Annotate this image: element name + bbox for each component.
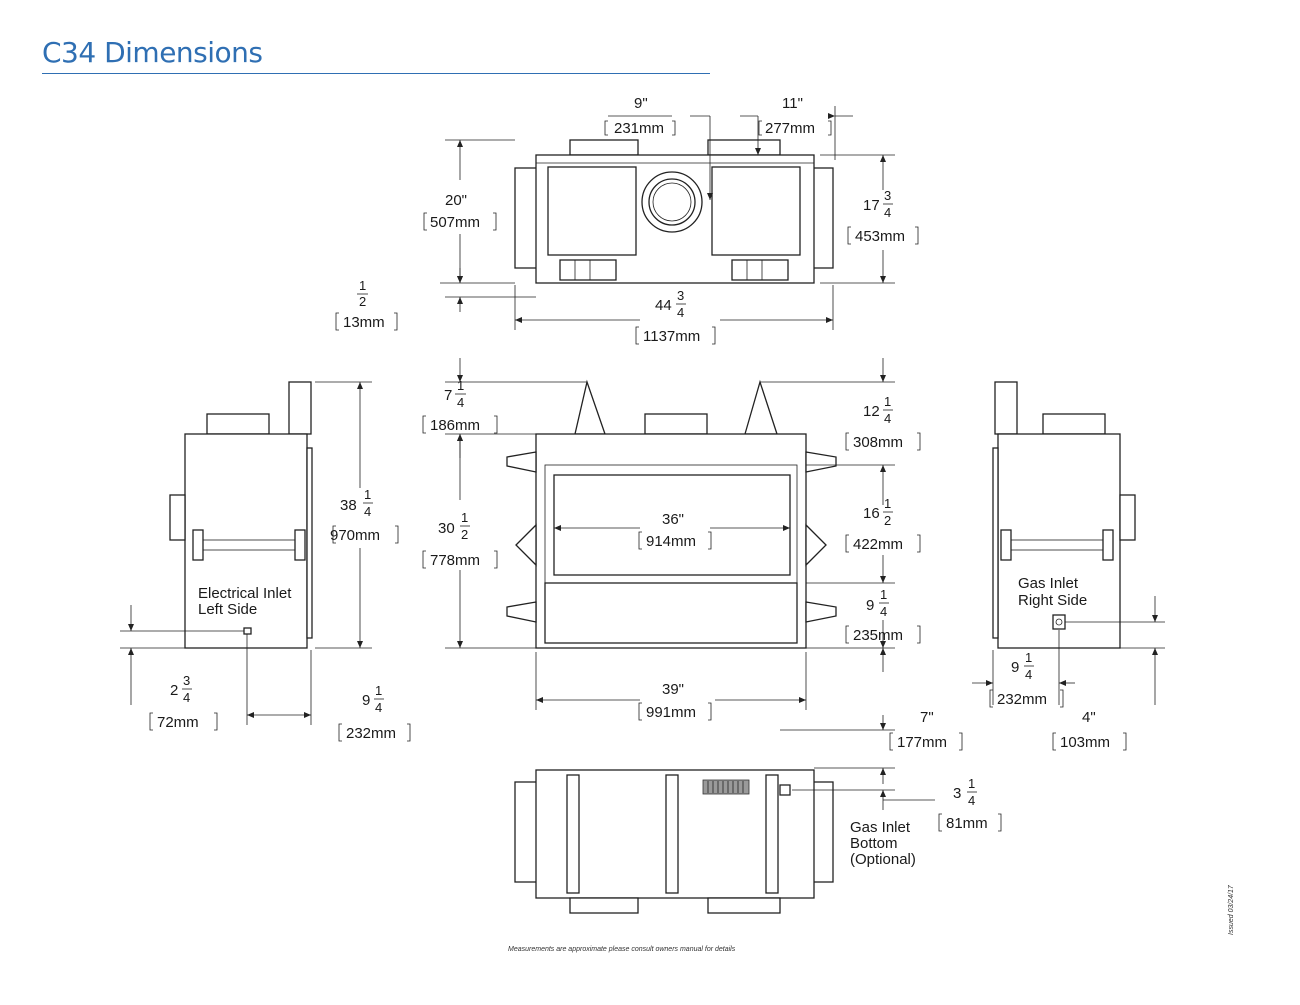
dim-top-44-num: 3 xyxy=(677,288,684,303)
svg-text:4": 4" xyxy=(1082,709,1096,726)
left-side-view xyxy=(169,381,313,649)
svg-text:2: 2 xyxy=(461,527,468,542)
svg-text:1: 1 xyxy=(880,587,887,602)
svg-text:232mm: 232mm xyxy=(346,725,396,742)
left-side-dimensions xyxy=(120,381,372,725)
svg-text:2: 2 xyxy=(170,682,178,699)
bottom-view-labels: 7" 177mm 3 1 4 81mm Gas Inlet Bottom (Op… xyxy=(850,709,1002,868)
right-side-view xyxy=(992,381,1136,649)
dim-top-453mm: 453mm xyxy=(855,228,905,245)
svg-text:914mm: 914mm xyxy=(646,533,696,550)
svg-text:4: 4 xyxy=(457,395,464,410)
svg-text:177mm: 177mm xyxy=(897,734,947,751)
dim-top-17-den: 4 xyxy=(884,205,891,220)
svg-text:1: 1 xyxy=(364,487,371,502)
top-view-labels: 9" 231mm 11" 277mm 20" 507mm 17 3 4 453m… xyxy=(335,95,919,345)
title-underline xyxy=(42,73,710,74)
svg-text:9: 9 xyxy=(1011,659,1019,676)
dim-top-507mm: 507mm xyxy=(430,214,480,231)
svg-text:1: 1 xyxy=(375,683,382,698)
svg-text:308mm: 308mm xyxy=(853,434,903,451)
dim-top-half-den: 2 xyxy=(359,294,366,309)
svg-text:3: 3 xyxy=(183,673,190,688)
gas-inlet-bottom-sub-label: Bottom xyxy=(850,835,898,852)
front-view xyxy=(506,379,837,649)
gas-inlet-right-label: Gas Inlet xyxy=(1018,575,1079,592)
dim-top-44-den: 4 xyxy=(677,305,684,320)
svg-text:103mm: 103mm xyxy=(1060,734,1110,751)
svg-text:1: 1 xyxy=(884,394,891,409)
svg-text:38: 38 xyxy=(340,497,357,514)
svg-text:4: 4 xyxy=(364,504,371,519)
svg-text:9: 9 xyxy=(362,692,370,709)
electrical-inlet-label: Electrical Inlet xyxy=(198,585,292,602)
svg-text:30: 30 xyxy=(438,520,455,537)
svg-text:12: 12 xyxy=(863,403,880,420)
svg-text:186mm: 186mm xyxy=(430,417,480,434)
svg-text:3: 3 xyxy=(953,785,961,802)
svg-text:970mm: 970mm xyxy=(330,527,380,544)
left-side-labels: Electrical Inlet Left Side 38 1 4 970mm … xyxy=(149,487,411,742)
gas-inlet-right-side-label: Right Side xyxy=(1018,592,1087,609)
svg-text:4: 4 xyxy=(1025,667,1032,682)
svg-text:991mm: 991mm xyxy=(646,704,696,721)
svg-text:9: 9 xyxy=(866,597,874,614)
svg-text:81mm: 81mm xyxy=(946,815,988,832)
gas-inlet-bottom-label: Gas Inlet xyxy=(850,819,911,836)
footnote: Measurements are approximate please cons… xyxy=(508,946,736,953)
svg-text:4: 4 xyxy=(884,411,891,426)
svg-text:1: 1 xyxy=(884,496,891,511)
dim-top-9in: 9" xyxy=(634,95,648,112)
svg-text:1: 1 xyxy=(968,776,975,791)
svg-text:4: 4 xyxy=(183,690,190,705)
issued-date: Issued 03/24/17 xyxy=(1228,885,1235,935)
svg-text:36": 36" xyxy=(662,511,684,528)
front-view-dimensions xyxy=(445,358,895,710)
svg-text:4: 4 xyxy=(968,793,975,808)
svg-text:7": 7" xyxy=(920,709,934,726)
top-view-dimensions xyxy=(440,106,895,330)
dim-top-17-whole: 17 xyxy=(863,197,880,214)
dim-top-277mm: 277mm xyxy=(765,120,815,137)
front-view-labels: 7 1 4 186mm 12 1 4 308mm 30 1 2 778mm 36… xyxy=(422,378,921,721)
bottom-view xyxy=(514,769,834,914)
svg-text:2: 2 xyxy=(884,513,891,528)
bottom-view-dimensions xyxy=(780,715,935,810)
dim-top-231mm: 231mm xyxy=(614,120,664,137)
svg-text:778mm: 778mm xyxy=(430,552,480,569)
svg-text:422mm: 422mm xyxy=(853,536,903,553)
svg-text:72mm: 72mm xyxy=(157,714,199,731)
svg-text:7: 7 xyxy=(444,387,452,404)
svg-text:4: 4 xyxy=(880,604,887,619)
svg-text:16: 16 xyxy=(863,505,880,522)
dim-top-13mm: 13mm xyxy=(343,314,385,331)
dim-top-44-whole: 44 xyxy=(655,297,672,314)
svg-text:4: 4 xyxy=(375,700,382,715)
dim-top-20in: 20" xyxy=(445,192,467,209)
svg-text:1: 1 xyxy=(461,510,468,525)
dim-top-17-num: 3 xyxy=(884,188,891,203)
svg-text:232mm: 232mm xyxy=(997,691,1047,708)
gas-inlet-optional-label: (Optional) xyxy=(850,851,916,868)
right-side-labels: Gas Inlet Right Side 9 1 4 232mm 4" 103m… xyxy=(989,575,1127,751)
top-view xyxy=(514,139,834,284)
electrical-inlet-side-label: Left Side xyxy=(198,601,257,618)
svg-text:235mm: 235mm xyxy=(853,627,903,644)
page-title: C34 Dimensions xyxy=(42,36,263,69)
dim-top-1137mm: 1137mm xyxy=(643,328,700,345)
dim-top-half-num: 1 xyxy=(359,278,366,293)
svg-text:1: 1 xyxy=(1025,650,1032,665)
svg-text:1: 1 xyxy=(457,378,464,393)
svg-text:39": 39" xyxy=(662,681,684,698)
dim-top-11in: 11" xyxy=(782,95,803,112)
right-side-dimensions xyxy=(972,596,1165,705)
